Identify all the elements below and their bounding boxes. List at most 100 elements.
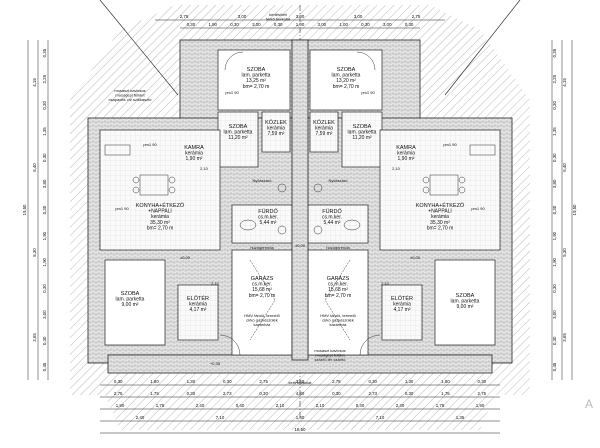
- dimension-label: 2,40: [196, 403, 205, 408]
- dimension-label: 5,30: [562, 248, 567, 257]
- dimension-label: 4,80: [296, 391, 305, 396]
- dimension-label: 5,30: [32, 248, 37, 257]
- dimension-label: 3,80: [42, 179, 47, 188]
- dimension-label: 0,30: [552, 205, 557, 214]
- dimension-label: 2,10: [276, 403, 285, 408]
- dimension-label: 0,30: [42, 284, 47, 293]
- label-line: bm= 2,70 m: [249, 293, 276, 299]
- dimension-label: 3,65: [562, 333, 567, 342]
- dimension-label: 1,90: [42, 257, 47, 266]
- dimension-label: 0,30: [187, 391, 196, 396]
- label-line: SZOBA: [353, 124, 372, 130]
- dimension-label: 2,75: [412, 14, 421, 19]
- dimension-label: 0,30: [478, 379, 487, 384]
- dimension-label: 19,50: [22, 204, 27, 216]
- dimension-label: 3,50: [296, 379, 305, 384]
- dimension-label: 1,90: [208, 22, 217, 27]
- label-line: kerámia: [189, 302, 207, 308]
- dimension-label: 2,25: [552, 74, 557, 83]
- label-line: cs.m.ker.: [328, 282, 348, 288]
- party-wall: [291, 39, 309, 361]
- dimension-label: 1,00: [296, 22, 305, 27]
- dimension-label: 2,75: [259, 379, 268, 384]
- dimension-label: 0,30: [552, 336, 557, 345]
- dimension-label: 0,30: [405, 22, 414, 27]
- dimension-label: 2,73: [223, 391, 232, 396]
- interior-floors: [99, 49, 501, 356]
- dimension-label: 1,35: [42, 127, 47, 136]
- label-line: 5,44 m²: [260, 220, 277, 226]
- dimension-label: 2,73: [368, 391, 377, 396]
- dimension-chains: [27, 19, 573, 434]
- watermark: A: [585, 397, 593, 411]
- dimension-label: 0,30: [274, 22, 283, 27]
- label-line: KONYHA+ÉTKEZŐ: [416, 202, 465, 209]
- dimension-label: 0,45: [552, 362, 557, 371]
- door-tags: pm1 90 pm1 90 pm1 90 pm1 90 pm1 90 pm1 9…: [115, 90, 485, 286]
- label-line: 11,20 m²: [352, 135, 372, 141]
- dimension-label: 0,40: [356, 403, 365, 408]
- label-line: térkő burkolat: [266, 17, 291, 22]
- label-line: KÖZLEK: [313, 119, 335, 126]
- label-line: 35,30 m²: [150, 220, 170, 226]
- level-marker: +0,35: [210, 361, 221, 366]
- label-line: mosaszt kavicsos: [314, 348, 345, 353]
- note-huzogeret-left: húzógerenda: [250, 245, 274, 250]
- label-line: lam. parketta: [116, 297, 145, 303]
- label-line: FÜRDŐ: [322, 208, 342, 215]
- dimension-label: 1,35: [552, 127, 557, 136]
- label-line: csapadék víz szikkasztó: [109, 97, 153, 102]
- label-line: kerámia: [397, 151, 415, 157]
- note-huzogeret-right: húzógerenda: [326, 245, 350, 250]
- label-line: 35,30 m²: [430, 220, 450, 226]
- dimension-label: 2,75: [180, 14, 189, 19]
- label-line: ELŐTÉR: [391, 295, 413, 302]
- dimension-label: 0,30: [552, 153, 557, 162]
- label-line: cs.m.ker.: [258, 215, 278, 221]
- dimension-label: 0,40: [236, 403, 245, 408]
- note-nyilas-left: Nyílászáró: [253, 178, 273, 183]
- label-line: cirkó gázkészülék: [246, 318, 278, 323]
- dimension-label: 0,30: [114, 379, 123, 384]
- label-line: lam. parketta: [332, 73, 361, 79]
- label-line: kerámia: [393, 302, 411, 308]
- label-line: 1,90 m²: [398, 156, 415, 162]
- label-line: 13,20 m²: [336, 78, 356, 84]
- dimension-label: 2,75: [332, 379, 341, 384]
- dimensions-left: 0,352,250,301,350,303,800,301,901,900,30…: [22, 48, 47, 371]
- label-line: kazánház: [253, 322, 270, 327]
- dimension-label: 1,80: [441, 379, 450, 384]
- dimension-label: 2,40: [136, 415, 145, 420]
- label-line: SZOBA: [456, 293, 475, 299]
- dimension-label: 3,65: [32, 333, 37, 342]
- label-line: kerámia: [267, 126, 285, 132]
- dimensions-right: 0,352,250,301,350,303,800,301,901,900,30…: [552, 48, 577, 371]
- furniture: [104, 51, 496, 356]
- dimension-label: 1,75: [441, 391, 450, 396]
- label-line: 11,20 m²: [228, 135, 248, 141]
- label-line: 1,90 m²: [186, 156, 203, 162]
- label-line: lam. parketta: [348, 130, 377, 136]
- dimension-label: 4,15: [562, 78, 567, 87]
- label-line: HMV tároló, termelő: [320, 313, 356, 318]
- label-line: szárító tér szárító: [315, 357, 347, 362]
- dimension-label: 1,90: [116, 403, 125, 408]
- door-tag: 2,10: [381, 281, 390, 286]
